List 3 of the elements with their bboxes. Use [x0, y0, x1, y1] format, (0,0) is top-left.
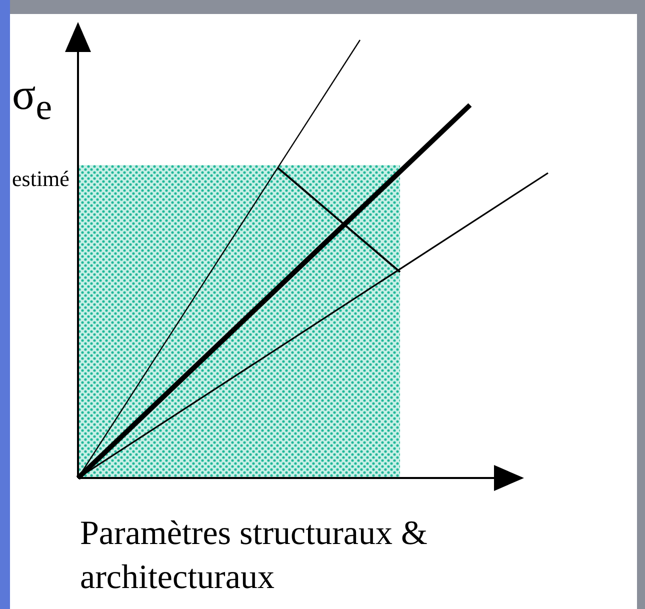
axis-symbol: σ$_{e}$	[12, 70, 52, 129]
axis-label: estimé	[12, 166, 70, 192]
axis-label: Paramètres structuraux & architecturaux	[80, 514, 428, 598]
